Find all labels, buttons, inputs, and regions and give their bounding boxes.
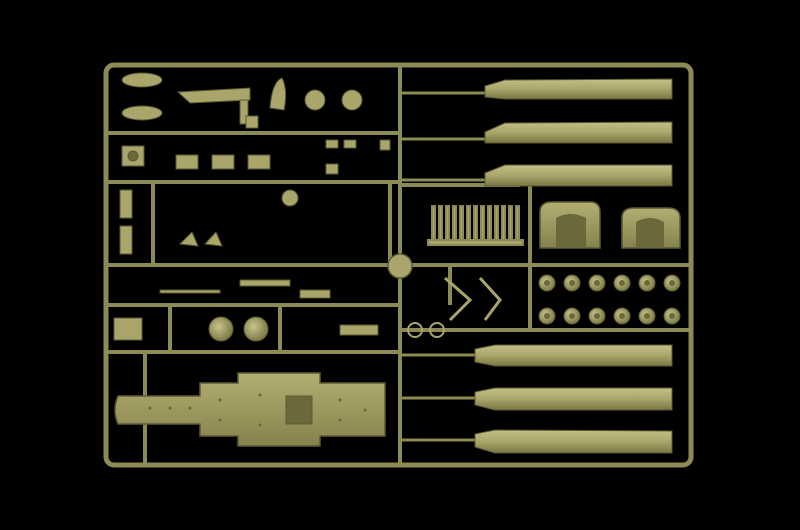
wheel-hub (669, 280, 675, 286)
comb-tooth (494, 205, 499, 241)
rotor-blade (400, 121, 673, 144)
wheel-hub (594, 313, 600, 319)
wheel-hub (644, 280, 650, 286)
rotor-blades (400, 78, 673, 454)
wheel-hub (569, 280, 575, 286)
wheel-hub (569, 313, 575, 319)
comb-tooth (480, 205, 485, 241)
exhaust-comb (427, 205, 524, 246)
rotor-blade (400, 429, 673, 454)
seat-parts (539, 201, 681, 249)
small-parts-middle (119, 145, 339, 255)
wheel-hub (544, 280, 550, 286)
wheel-hub (619, 313, 625, 319)
comb-tooth (515, 205, 520, 241)
rotor-blade (400, 78, 673, 100)
comb-tooth (508, 205, 513, 241)
comb-tooth (452, 205, 457, 241)
comb-tooth (459, 205, 464, 241)
small-parts-lower (113, 279, 379, 342)
wheel-hub (619, 280, 625, 286)
comb-tooth (466, 205, 471, 241)
comb-tooth (473, 205, 478, 241)
wheel-parts (538, 274, 681, 325)
rotor-blade (400, 387, 673, 411)
small-parts-top (121, 72, 391, 151)
wheel-hub (594, 280, 600, 286)
wheel-hub (544, 313, 550, 319)
fuselage-floor (114, 372, 386, 447)
gear-struts (407, 276, 502, 338)
comb-tooth (431, 205, 436, 241)
comb-tooth (445, 205, 450, 241)
comb-tooth (501, 205, 506, 241)
rotor-hub (387, 253, 413, 279)
comb-tooth (487, 205, 492, 241)
wheel-hub (644, 313, 650, 319)
comb-tooth (438, 205, 443, 241)
wheel-hub (669, 313, 675, 319)
rotor-blade (400, 344, 673, 367)
rotor-blade (400, 164, 673, 187)
